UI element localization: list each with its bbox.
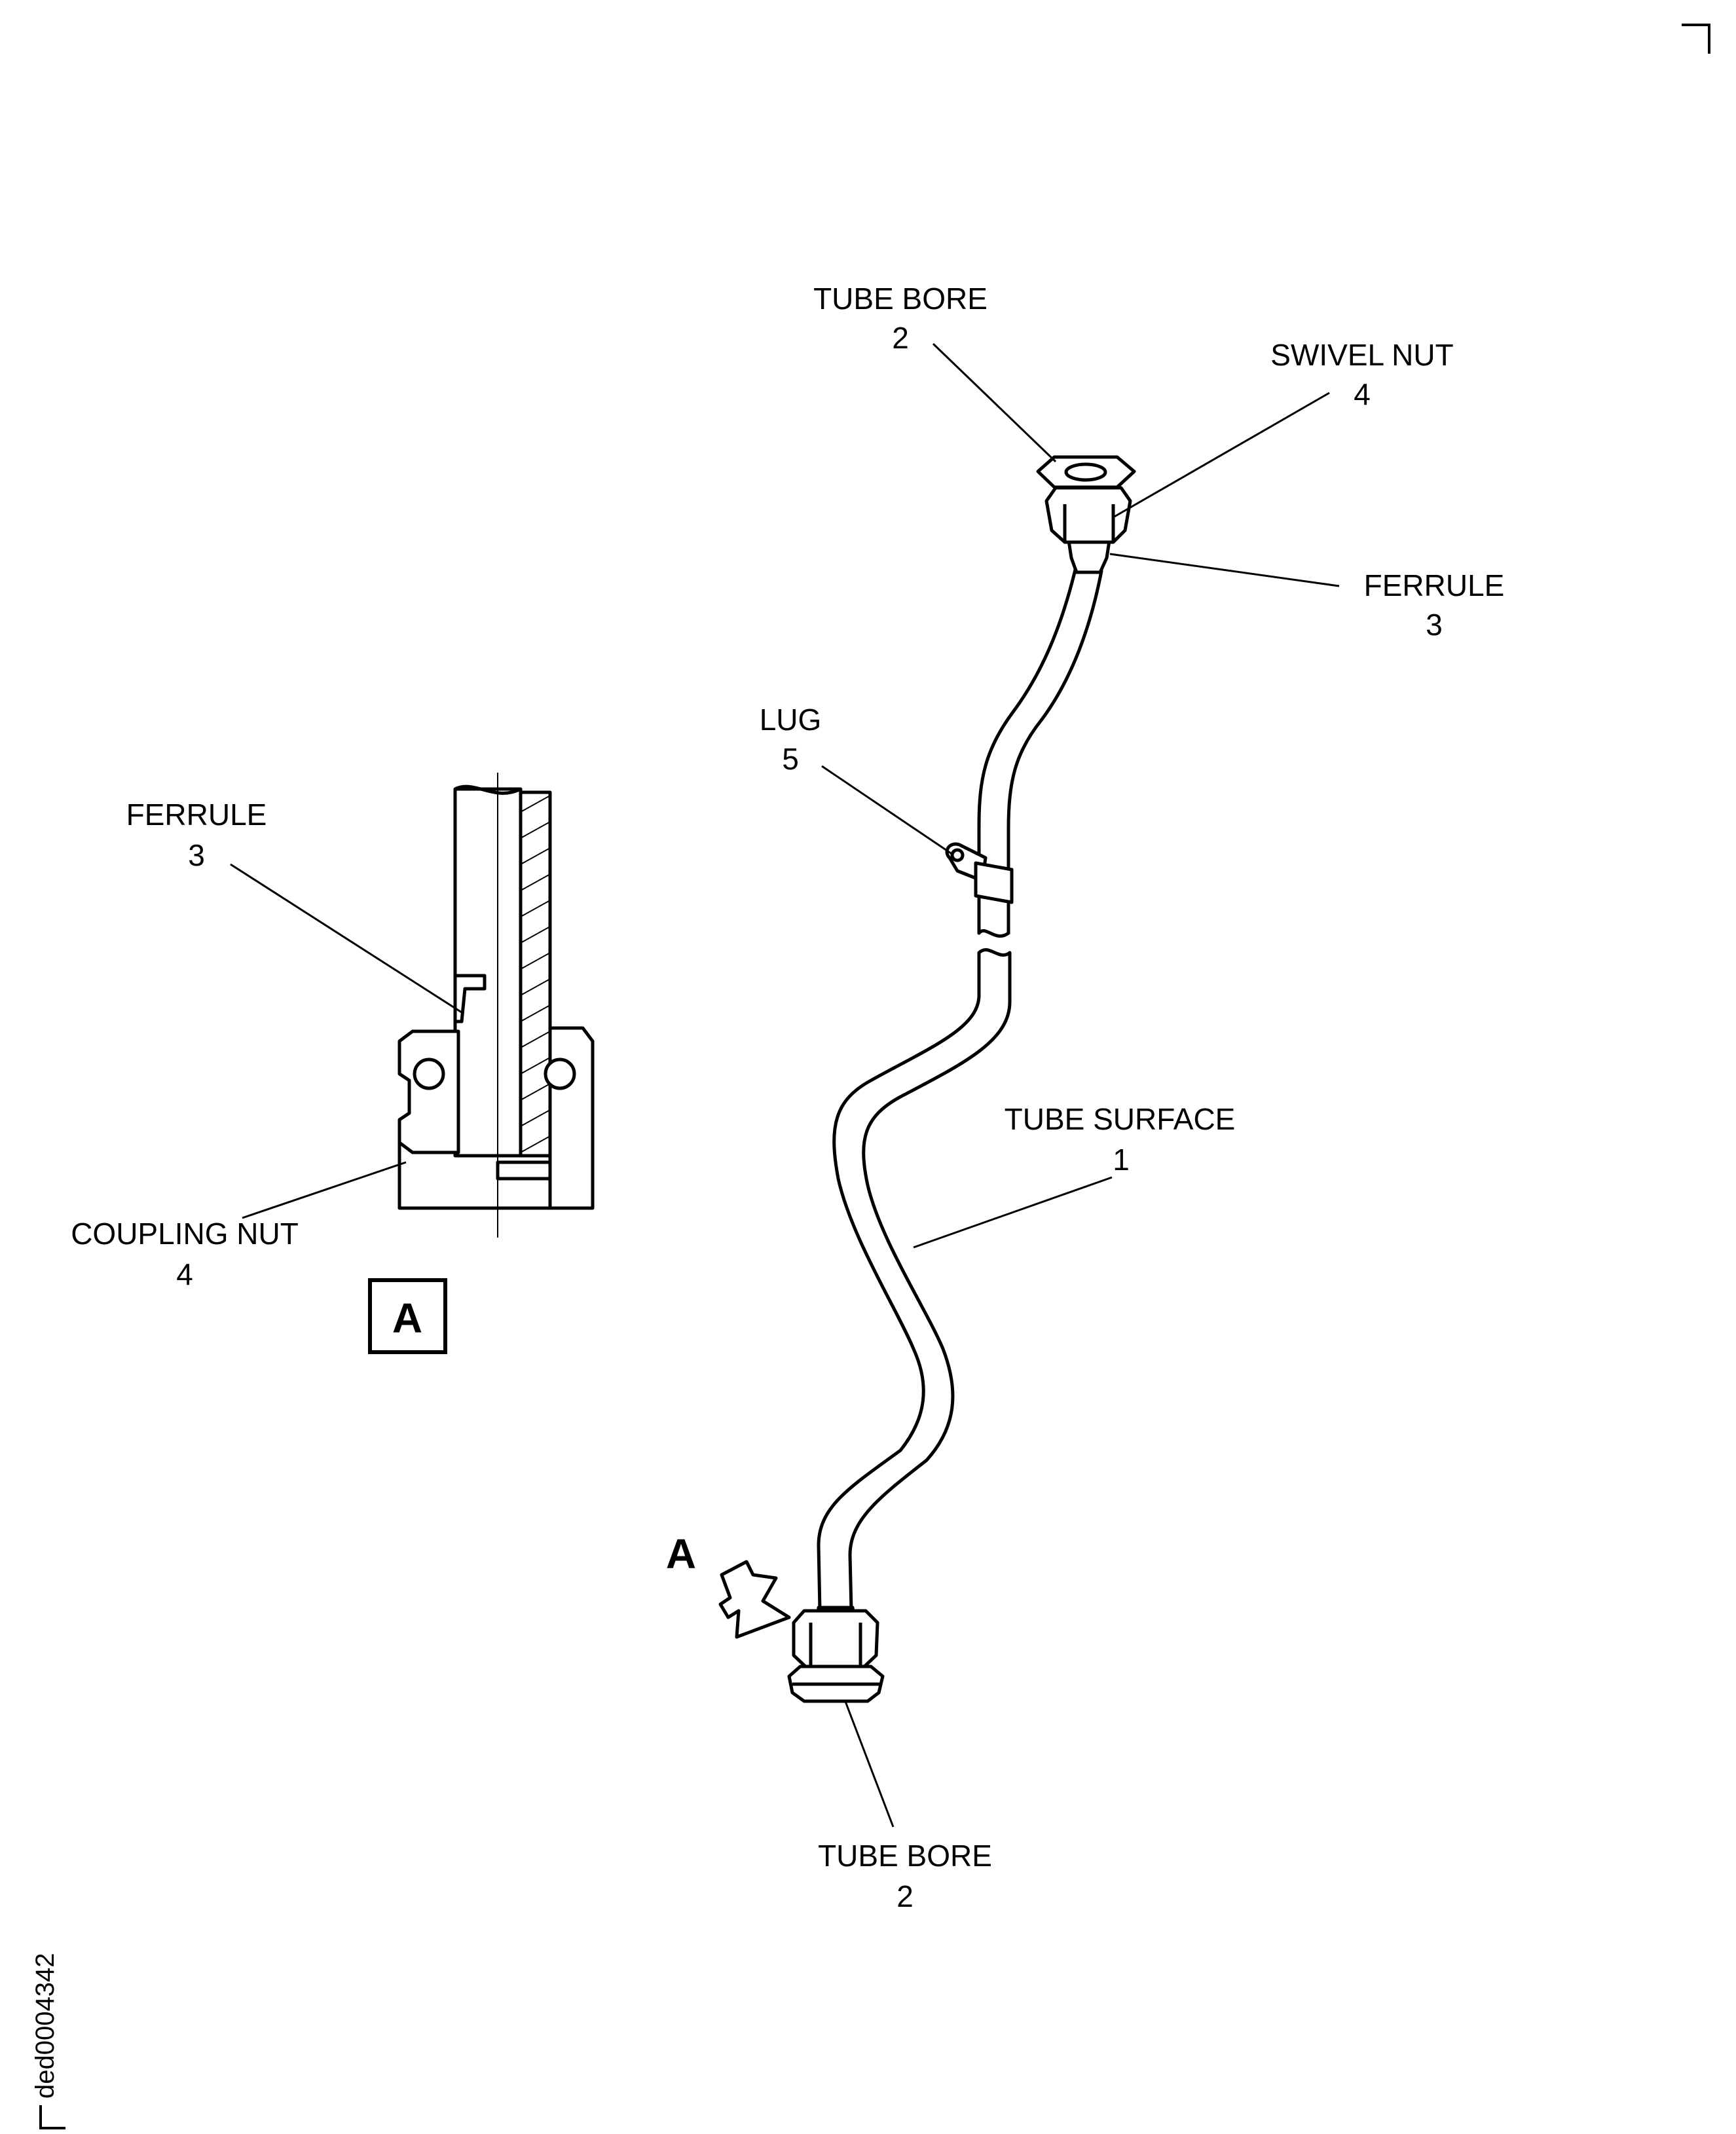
label-ferrule-detail-name: FERRULE — [126, 798, 267, 832]
tube-lower-right-wall — [848, 951, 1012, 1613]
detail-view-label: A — [368, 1278, 447, 1354]
top-tube-bore-hole — [1064, 462, 1107, 482]
label-tube-bore-top-name: TUBE BORE — [813, 282, 988, 316]
label-tube-surface-number: 1 — [1113, 1143, 1130, 1177]
view-arrow-label: A — [666, 1530, 696, 1577]
view-arrow-shape — [718, 1560, 791, 1639]
detail-tube-top-break — [454, 784, 522, 795]
lug-band — [974, 861, 1014, 904]
leader-lines — [230, 342, 1340, 1828]
crop-mark-top-right — [1682, 24, 1710, 54]
detail-lockwire-ball — [544, 1058, 576, 1090]
label-ferrule-right-name: FERRULE — [1364, 568, 1505, 602]
label-swivel-nut-number: 4 — [1354, 377, 1371, 411]
detail-ferrule — [453, 974, 487, 1023]
label-tube-bore-bottom-number: 2 — [896, 1879, 914, 1913]
leader-coupling-nut-detail — [242, 1161, 407, 1219]
crop-mark-bottom-left — [39, 2105, 65, 2129]
bottom-fitting — [787, 1606, 885, 1703]
label-coupling-nut-detail-name: COUPLING NUT — [71, 1217, 299, 1251]
leader-tube-bore-bottom — [843, 1699, 895, 1828]
detail-hatch-lines — [520, 795, 551, 1153]
label-coupling-nut-detail-number: 4 — [176, 1257, 193, 1291]
tube-upper-right-wall — [1007, 569, 1103, 935]
label-tube-bore-top-number: 2 — [892, 321, 909, 355]
figure-id-group: ded0004342 — [31, 1953, 65, 2129]
tube-upper-left-wall — [977, 568, 1077, 935]
tube-assembly — [817, 568, 1103, 1613]
leader-lug — [821, 765, 953, 856]
label-ferrule-right-number: 3 — [1426, 608, 1443, 642]
label-lug-number: 5 — [782, 742, 799, 776]
lug-clamp — [945, 842, 1014, 904]
tube-break-upper — [977, 929, 1010, 938]
leader-swivel-nut — [1113, 392, 1330, 519]
label-ferrule-detail-number: 3 — [188, 838, 205, 872]
detail-view-label-box — [368, 1278, 447, 1354]
view-arrow: A — [666, 1530, 791, 1639]
tube-break-lower — [977, 947, 1012, 957]
detail-tube-bore — [453, 787, 523, 1158]
top-fitting — [1036, 455, 1136, 574]
detail-view-letter: A — [392, 1295, 422, 1342]
leader-ferrule-right — [1109, 553, 1340, 587]
leader-tube-bore-top — [932, 342, 1057, 463]
leader-tube-surface — [913, 1176, 1113, 1249]
detail-tube-wall-hatch — [519, 790, 552, 1158]
detail-nut-right-section — [548, 1026, 595, 1210]
detail-nut-side-hole — [413, 1058, 445, 1090]
tube-lower-left-wall — [817, 951, 981, 1613]
detail-view-a — [397, 773, 595, 1238]
label-tube-bore-bottom-name: TUBE BORE — [818, 1839, 992, 1873]
lug-hole — [950, 848, 965, 862]
label-lug-name: LUG — [760, 703, 822, 737]
detail-coupling-nut — [397, 1029, 460, 1154]
label-swivel-nut-name: SWIVEL NUT — [1270, 338, 1453, 372]
figure-id: ded0004342 — [31, 1953, 60, 2099]
bottom-coupling-nut — [792, 1609, 879, 1668]
leader-ferrule-detail — [230, 863, 464, 1015]
detail-seat — [496, 1160, 552, 1181]
label-tube-surface-name: TUBE SURFACE — [1005, 1102, 1236, 1136]
callout-labels: TUBE BORE 2 SWIVEL NUT 4 FERRULE 3 LUG 5… — [71, 282, 1504, 1913]
